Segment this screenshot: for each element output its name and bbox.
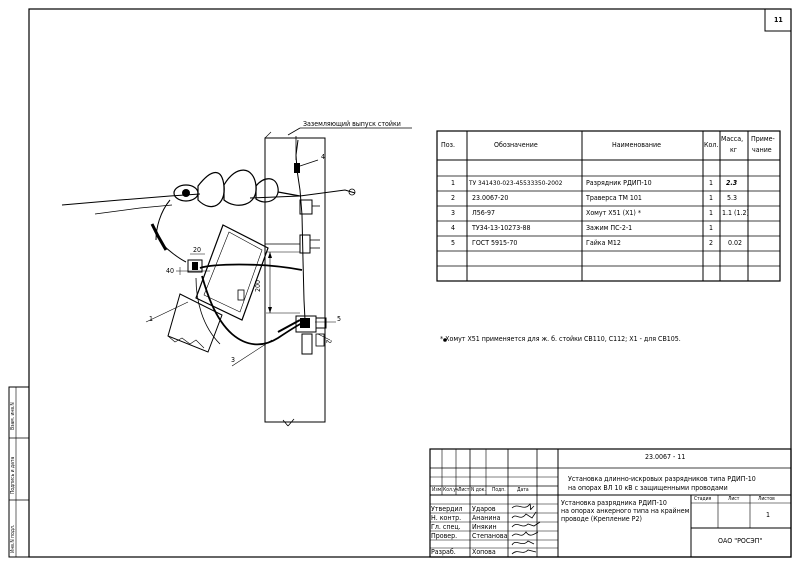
row1-pos: 1 bbox=[451, 179, 456, 187]
role-developed: Разраб. bbox=[431, 548, 456, 556]
th-mass-unit: кг bbox=[730, 146, 738, 154]
row1-designation: ТУ 341430-023-45533350-2002 bbox=[469, 179, 563, 187]
row1-name: Разрядник РДИП-10 bbox=[586, 179, 652, 187]
row2-name: Траверса ТМ 101 bbox=[586, 194, 642, 202]
signatures bbox=[511, 503, 541, 555]
row3-name: Хомут Х51 (Х1) * bbox=[586, 209, 642, 217]
row2-pos: 2 bbox=[451, 194, 456, 202]
name-norm-control: Ананина bbox=[472, 514, 501, 522]
col-head-podp: Подп. bbox=[492, 487, 506, 493]
row3-qty: 1 bbox=[709, 209, 714, 217]
sheet-number: 11 bbox=[774, 16, 783, 24]
dim-20: 20 bbox=[193, 246, 202, 254]
col-head-ndoc: N док. bbox=[471, 487, 486, 493]
organization: ОАО "РОСЭП" bbox=[718, 537, 763, 545]
row5-pos: 5 bbox=[451, 239, 456, 247]
doc-code: 23.0067 - 11 bbox=[645, 453, 686, 461]
callout-2: 2 bbox=[324, 339, 333, 344]
sheet-label: Лист bbox=[728, 496, 740, 502]
row1-mass: 2.3 bbox=[726, 179, 738, 187]
col-head-date: Дата bbox=[517, 487, 529, 493]
role-chief-spec: Гл. спец. bbox=[431, 523, 461, 531]
sheet-title-1: Установка разрядника РДИП-10 bbox=[561, 499, 667, 507]
row2-qty: 1 bbox=[709, 194, 714, 202]
stage-label: Стадия bbox=[694, 496, 712, 502]
doc-title-2: на опорах ВЛ 10 кВ с защищенными провода… bbox=[568, 484, 728, 492]
name-checked: Степанова bbox=[472, 532, 508, 540]
footnote: * Хомут Х51 применяется для ж. б. стойки… bbox=[440, 335, 681, 343]
sheets-value: 1 bbox=[766, 511, 771, 519]
row5-qty: 2 bbox=[709, 239, 714, 247]
dim-40: 40 bbox=[166, 267, 175, 275]
row4-qty: 1 bbox=[709, 224, 714, 232]
role-norm-control: Н. контр. bbox=[431, 514, 462, 522]
th-name: Наименование bbox=[612, 141, 661, 149]
row1-qty: 1 bbox=[709, 179, 714, 187]
th-pos: Поз. bbox=[441, 141, 455, 149]
callout-4: 4 bbox=[321, 153, 326, 161]
dim-200: 200 bbox=[254, 279, 262, 292]
row5-mass: 0.02 bbox=[728, 239, 743, 247]
th-qty: Кол. bbox=[704, 141, 719, 149]
insulator-shape bbox=[173, 169, 320, 215]
col-head-kol: Кол.уч. bbox=[443, 487, 460, 493]
row2-designation: 23.0067-20 bbox=[472, 194, 509, 202]
sheet-title-3: проводе (Крепление Р2) bbox=[561, 515, 642, 523]
th-note-1: Приме- bbox=[751, 135, 775, 143]
row2-mass: 5.3 bbox=[727, 194, 738, 202]
row3-pos: 3 bbox=[451, 209, 456, 217]
th-note-2: чание bbox=[752, 146, 772, 154]
side-stamp-orig-inv: Инв.N подл. bbox=[10, 524, 16, 553]
row3-designation: Л56-97 bbox=[472, 209, 496, 217]
col-head-list: Лист bbox=[458, 487, 470, 493]
side-stamp-replace-inv: Взам. инв.N bbox=[10, 402, 16, 430]
th-mass: Масса, bbox=[721, 135, 744, 143]
row4-designation: ТУ34-13-10273-88 bbox=[472, 224, 531, 232]
callout-3: 3 bbox=[231, 356, 236, 364]
th-designation: Обозначение bbox=[494, 141, 538, 149]
callout-1: 1 bbox=[149, 315, 154, 323]
col-head-izm: Изм. bbox=[432, 487, 443, 493]
callout-5: 5 bbox=[337, 315, 342, 323]
row4-name: Зажим ПС-2-1 bbox=[586, 224, 633, 232]
doc-title-1: Установка длинно-искровых разрядников ти… bbox=[568, 475, 756, 483]
name-chief-spec: Инякин bbox=[472, 523, 497, 531]
role-approved: Утвердил bbox=[431, 505, 463, 513]
name-approved: Ударов bbox=[472, 505, 496, 513]
name-developed: Хопова bbox=[472, 548, 496, 556]
row5-designation: ГОСТ 5915-70 bbox=[472, 239, 518, 247]
row5-name: Гайка М12 bbox=[586, 239, 621, 247]
sheets-label: Листов bbox=[758, 496, 775, 502]
row3-mass: 1.1 (1.2) bbox=[722, 209, 749, 217]
side-stamp-sign-date: Подпись и дата bbox=[10, 456, 16, 494]
grounding-label: Заземляющий выпуск стойки bbox=[303, 120, 401, 128]
sheet-title-2: на опорах анкерного типа на крайнем bbox=[561, 507, 690, 515]
role-checked: Провер. bbox=[431, 532, 458, 540]
row4-pos: 4 bbox=[451, 224, 456, 232]
